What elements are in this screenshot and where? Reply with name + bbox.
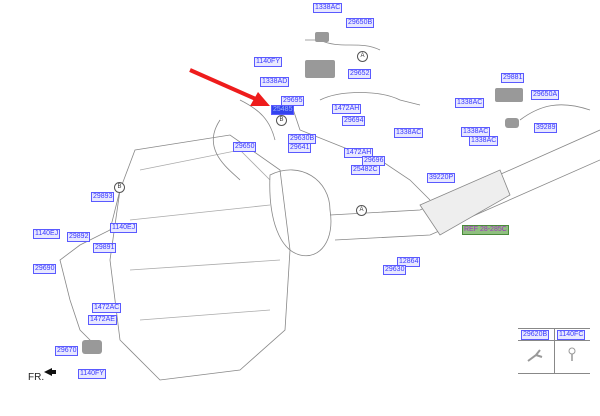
part-label[interactable]: 1338AC — [313, 3, 343, 13]
clip-icon — [527, 349, 543, 362]
marker-a: A — [356, 205, 367, 216]
part-label[interactable]: 1338AD — [260, 77, 290, 87]
front-direction-label: FR. — [28, 372, 45, 383]
bracket-29881 — [495, 88, 523, 102]
red-pointer-arrow — [189, 68, 270, 106]
part-label[interactable]: 1140FY — [78, 369, 106, 379]
catalytic-converter — [419, 169, 511, 236]
part-label[interactable]: 1472AE — [88, 315, 117, 325]
part-label[interactable]: 1140FY — [254, 57, 282, 67]
part-label[interactable]: 29652 — [348, 69, 372, 79]
part-label[interactable]: 29641 — [288, 143, 312, 153]
part-label[interactable]: 25482C — [351, 165, 380, 175]
part-label[interactable]: 29892 — [67, 232, 91, 242]
marker-b: B — [276, 115, 287, 126]
marker-b: B — [114, 182, 125, 193]
part-label[interactable]: 1338AC — [455, 98, 485, 108]
bolt-icon — [568, 347, 576, 361]
bracket-29652 — [305, 60, 335, 78]
part-label[interactable]: 1140FC — [557, 330, 586, 340]
part-label[interactable]: 39289 — [534, 123, 558, 133]
part-label[interactable]: 29630 — [383, 265, 407, 275]
part-label[interactable]: 1472AH — [344, 148, 374, 158]
part-label[interactable]: 29670 — [55, 346, 79, 356]
part-label[interactable]: 29893 — [91, 192, 115, 202]
part-label[interactable]: 1140EJ — [110, 223, 138, 233]
sensor-39289 — [505, 118, 519, 128]
bracket-29650B — [315, 32, 329, 42]
part-label[interactable]: 39220P — [427, 173, 456, 183]
part-label[interactable]: 29891 — [93, 243, 117, 253]
reference-link[interactable]: REF 28-285C — [462, 225, 509, 235]
actuator-29670 — [82, 340, 102, 354]
part-label[interactable]: 29694 — [342, 116, 366, 126]
marker-a: A — [357, 51, 368, 62]
part-label[interactable]: 12864 — [397, 257, 421, 267]
turbocharger — [269, 169, 332, 257]
engine-block — [109, 134, 291, 381]
part-label[interactable]: 1472AH — [332, 104, 362, 114]
part-label[interactable]: 29650 — [233, 142, 257, 152]
part-label[interactable]: 1338AC — [469, 136, 499, 146]
highlighted-part-label[interactable]: 25485 — [271, 105, 295, 115]
part-label[interactable]: 29620B — [521, 330, 550, 340]
part-label[interactable]: 1140EJ — [33, 229, 61, 239]
part-label[interactable]: 29650A — [531, 90, 560, 100]
part-label[interactable]: 29881 — [501, 73, 525, 83]
part-label[interactable]: 1472AC — [92, 303, 122, 313]
front-arrow-icon — [44, 368, 56, 376]
part-label[interactable]: 1338AC — [394, 128, 424, 138]
part-label[interactable]: 29690 — [33, 264, 57, 274]
part-label[interactable]: 29650B — [346, 18, 375, 28]
extra-parts-table: 29620B 1140FC — [518, 328, 590, 374]
